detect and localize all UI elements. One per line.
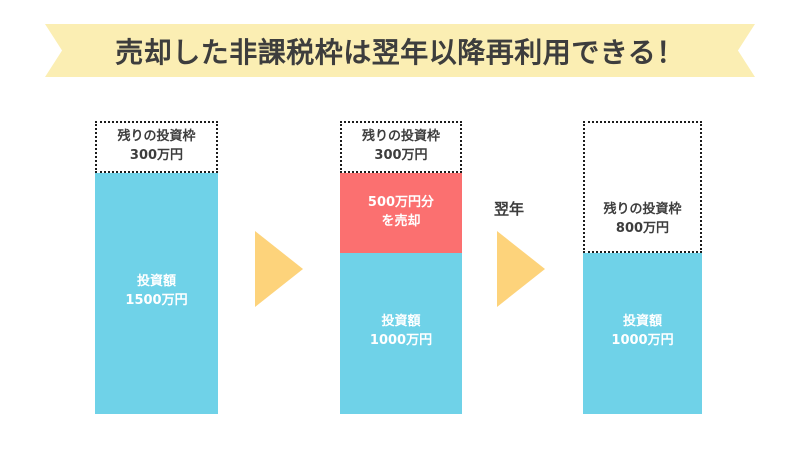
remaining-quota-label-1: 残りの投資枠 <box>117 129 196 145</box>
invested-amount-block-3: 投資額 1000万円 <box>583 253 702 414</box>
flow-arrow-1-icon <box>255 231 303 307</box>
sold-label-line2: を売却 <box>381 214 421 229</box>
invested-amount-1: 1500万円 <box>125 292 188 308</box>
remaining-quota-amount-3: 800万円 <box>615 221 670 237</box>
sold-label-line1: 500万円分 <box>367 195 435 211</box>
column-before-sale: 残りの投資枠 300万円 投資額 1500万円 <box>95 121 218 414</box>
invested-label-3: 投資額 <box>622 314 662 329</box>
remaining-quota-amount-2: 300万円 <box>374 148 428 163</box>
invested-amount-2: 1000万円 <box>369 332 433 348</box>
invested-amount-block-1: 投資額 1500万円 <box>95 173 218 414</box>
invested-amount-3: 1000万円 <box>611 332 674 348</box>
remaining-quota-amount-1: 300万円 <box>129 148 184 163</box>
page-title: 売却した非課税枠は翌年以降再利用できる！ <box>115 35 685 69</box>
remaining-quota-box-1: 残りの投資枠 300万円 <box>95 121 218 173</box>
flow-arrow-2-icon <box>497 231 545 307</box>
column-next-year: 残りの投資枠 800万円 投資額 1000万円 <box>583 121 702 414</box>
banner-ribbon-shape <box>45 24 755 77</box>
invested-amount-block-2: 投資額 1000万円 <box>340 253 462 414</box>
invested-label-2: 投資額 <box>381 314 421 329</box>
remaining-quota-label-3: 残りの投資枠 <box>603 202 682 218</box>
remaining-quota-box-2: 残りの投資枠 300万円 <box>340 121 462 173</box>
invested-label-1: 投資額 <box>136 274 176 289</box>
title-banner: 売却した非課税枠は翌年以降再利用できる！ <box>45 24 755 77</box>
remaining-quota-label-2: 残りの投資枠 <box>361 129 440 145</box>
remaining-quota-box-3: 残りの投資枠 800万円 <box>583 121 702 253</box>
column-at-sale: 残りの投資枠 300万円 500万円分 を売却 投資額 1000万円 <box>340 121 462 414</box>
next-year-label: 翌年 <box>494 200 525 218</box>
sold-amount-block-2: 500万円分 を売却 <box>340 173 462 253</box>
